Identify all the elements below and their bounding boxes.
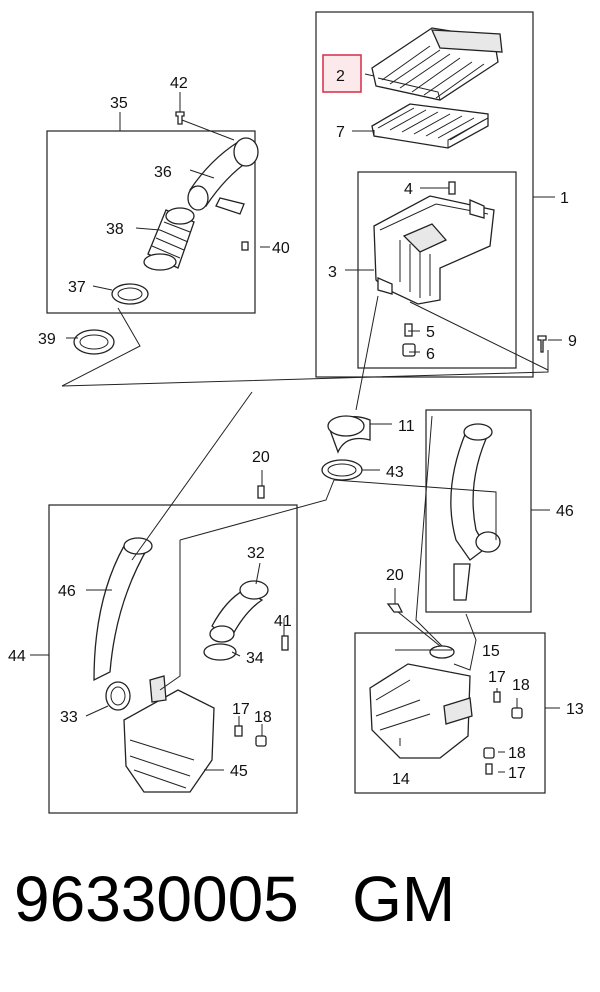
- part-number-footer: 96330005 GM: [14, 862, 455, 936]
- callout-46-right: 46: [556, 503, 574, 520]
- clamp-43: [321, 459, 363, 481]
- callout-2: 2: [336, 68, 345, 85]
- air-cleaner-lower-housing: [373, 195, 495, 305]
- seal-11: [327, 415, 371, 454]
- bolt-41: [281, 635, 289, 651]
- bolt-17-left: [234, 725, 243, 737]
- callout-20-left: 20: [252, 449, 270, 466]
- callout-37: 37: [68, 279, 86, 296]
- callout-34: 34: [246, 650, 264, 667]
- clamp-39: [73, 329, 115, 355]
- bolt-5: [404, 323, 413, 337]
- bolt-42: [175, 111, 185, 125]
- frame-resonator-13: [354, 632, 546, 794]
- nut-18-top: [511, 707, 523, 719]
- air-duct-36: [187, 137, 259, 215]
- callout-18-left: 18: [254, 709, 272, 726]
- callout-4: 4: [404, 181, 413, 198]
- grommet-4: [448, 181, 456, 195]
- resonator-45: [123, 675, 215, 793]
- highlight-box-part-2: [322, 54, 362, 93]
- bolt-17-top: [493, 691, 501, 703]
- part-number: 96330005: [14, 863, 299, 935]
- callout-43: 43: [386, 464, 404, 481]
- bolt-20-left: [257, 485, 265, 499]
- bolt-20-right: [386, 603, 404, 613]
- callout-39: 39: [38, 331, 56, 348]
- callout-17-top: 17: [488, 669, 506, 686]
- callout-42: 42: [170, 75, 188, 92]
- air-filter-element: [371, 103, 489, 149]
- callout-45: 45: [230, 763, 248, 780]
- callout-36: 36: [154, 164, 172, 181]
- frame-air-cleaner-assembly: [315, 11, 534, 378]
- ring-37: [111, 283, 149, 305]
- duct-32: [209, 580, 269, 643]
- callout-44: 44: [8, 648, 26, 665]
- callout-46-left: 46: [58, 583, 76, 600]
- ring-34: [203, 643, 237, 661]
- frame-hose-46: [425, 409, 532, 613]
- callout-17-bottom: 17: [508, 765, 526, 782]
- callout-1: 1: [560, 190, 569, 207]
- nut-18-bottom: [483, 747, 495, 759]
- bolt-17-bottom: [485, 763, 493, 775]
- intake-hose-46-left: [93, 537, 153, 682]
- brand-name: GM: [352, 863, 456, 935]
- callout-33: 33: [60, 709, 78, 726]
- callout-41: 41: [274, 613, 292, 630]
- callout-11: 11: [398, 418, 415, 435]
- callout-13: 13: [566, 701, 584, 718]
- callout-18-bottom: 18: [508, 745, 526, 762]
- callout-35: 35: [110, 95, 128, 112]
- resonator-14: [369, 663, 473, 759]
- callout-40: 40: [272, 240, 290, 257]
- flex-hose-38: [143, 207, 195, 271]
- callout-32: 32: [247, 545, 265, 562]
- frame-resonator-44: [48, 504, 298, 814]
- callout-15: 15: [482, 643, 500, 660]
- callout-18-top: 18: [512, 677, 530, 694]
- callout-5: 5: [426, 324, 435, 341]
- callout-38: 38: [106, 221, 124, 238]
- air-cleaner-cover: [371, 27, 503, 101]
- clip-40: [241, 241, 249, 251]
- callout-14: 14: [392, 771, 410, 788]
- frame-intake-duct-group: [46, 130, 256, 314]
- callout-9: 9: [568, 333, 577, 350]
- callout-7: 7: [336, 124, 345, 141]
- bolt-9: [537, 335, 547, 353]
- callout-17-left: 17: [232, 701, 250, 718]
- callout-3: 3: [328, 264, 337, 281]
- callout-20-right: 20: [386, 567, 404, 584]
- nut-18-left: [255, 735, 267, 747]
- seal-15: [429, 645, 455, 659]
- parts-diagram: 2 7 4 3 5 6 1 9 42 35 36 38 40 37 39 11 …: [8, 11, 584, 814]
- footer-spacer: [299, 863, 352, 935]
- callout-6: 6: [426, 346, 435, 363]
- intake-hose-46-right: [450, 423, 501, 601]
- seal-33: [105, 681, 131, 711]
- nut-6: [402, 343, 416, 357]
